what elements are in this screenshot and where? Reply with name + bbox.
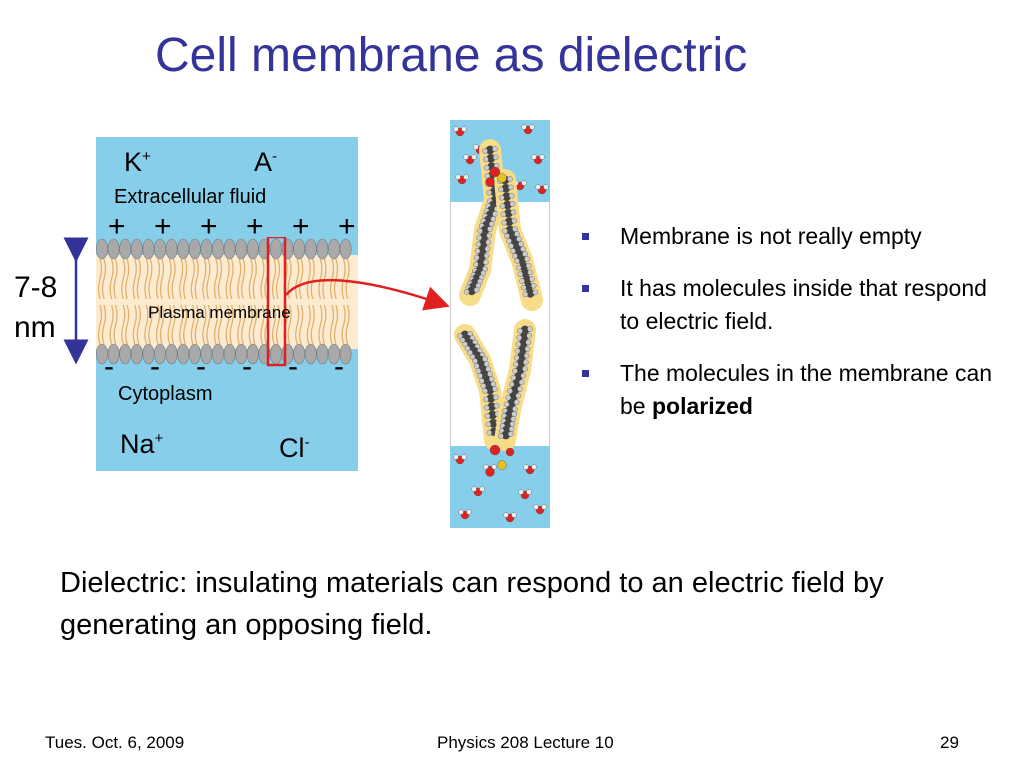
thickness-label: 7-8 nm	[14, 268, 57, 348]
footer-course: Physics 208 Lecture 10	[437, 733, 614, 753]
extracellular-label: Extracellular fluid	[114, 186, 266, 209]
minus-sign: -	[242, 350, 252, 384]
bullet-item: Membrane is not really empty	[582, 220, 1002, 253]
ion-potassium: K+	[124, 147, 151, 178]
cytoplasm-label: Cytoplasm	[118, 383, 212, 406]
ion-sodium: Na+	[120, 429, 163, 460]
ion-chloride: Cl-	[279, 433, 310, 464]
slide-title: Cell membrane as dielectric	[155, 28, 747, 83]
footer-page-number: 29	[940, 733, 959, 753]
bullet-list: Membrane is not really empty It has mole…	[582, 220, 1002, 442]
footer-date: Tues. Oct. 6, 2009	[45, 733, 184, 753]
membrane-diagram: K+ A- Extracellular fluid + + + + + + Pl…	[96, 137, 358, 471]
bullet-marker	[582, 233, 589, 240]
minus-sign: -	[196, 350, 206, 384]
dielectric-definition: Dielectric: insulating materials can res…	[60, 562, 960, 646]
membrane-label: Plasma membrane	[148, 303, 291, 323]
bullet-item: The molecules in the membrane can be pol…	[582, 357, 1002, 423]
molecule-panel	[450, 120, 550, 528]
minus-sign: -	[150, 350, 160, 384]
bullet-item: It has molecules inside that respond to …	[582, 272, 1002, 338]
minus-sign: -	[288, 350, 298, 384]
ion-anion: A-	[254, 147, 277, 178]
bullet-marker	[582, 370, 589, 377]
bullet-marker	[582, 285, 589, 292]
minus-sign: -	[104, 350, 114, 384]
lipid-bilayer	[96, 237, 358, 367]
minus-sign: -	[334, 350, 344, 384]
